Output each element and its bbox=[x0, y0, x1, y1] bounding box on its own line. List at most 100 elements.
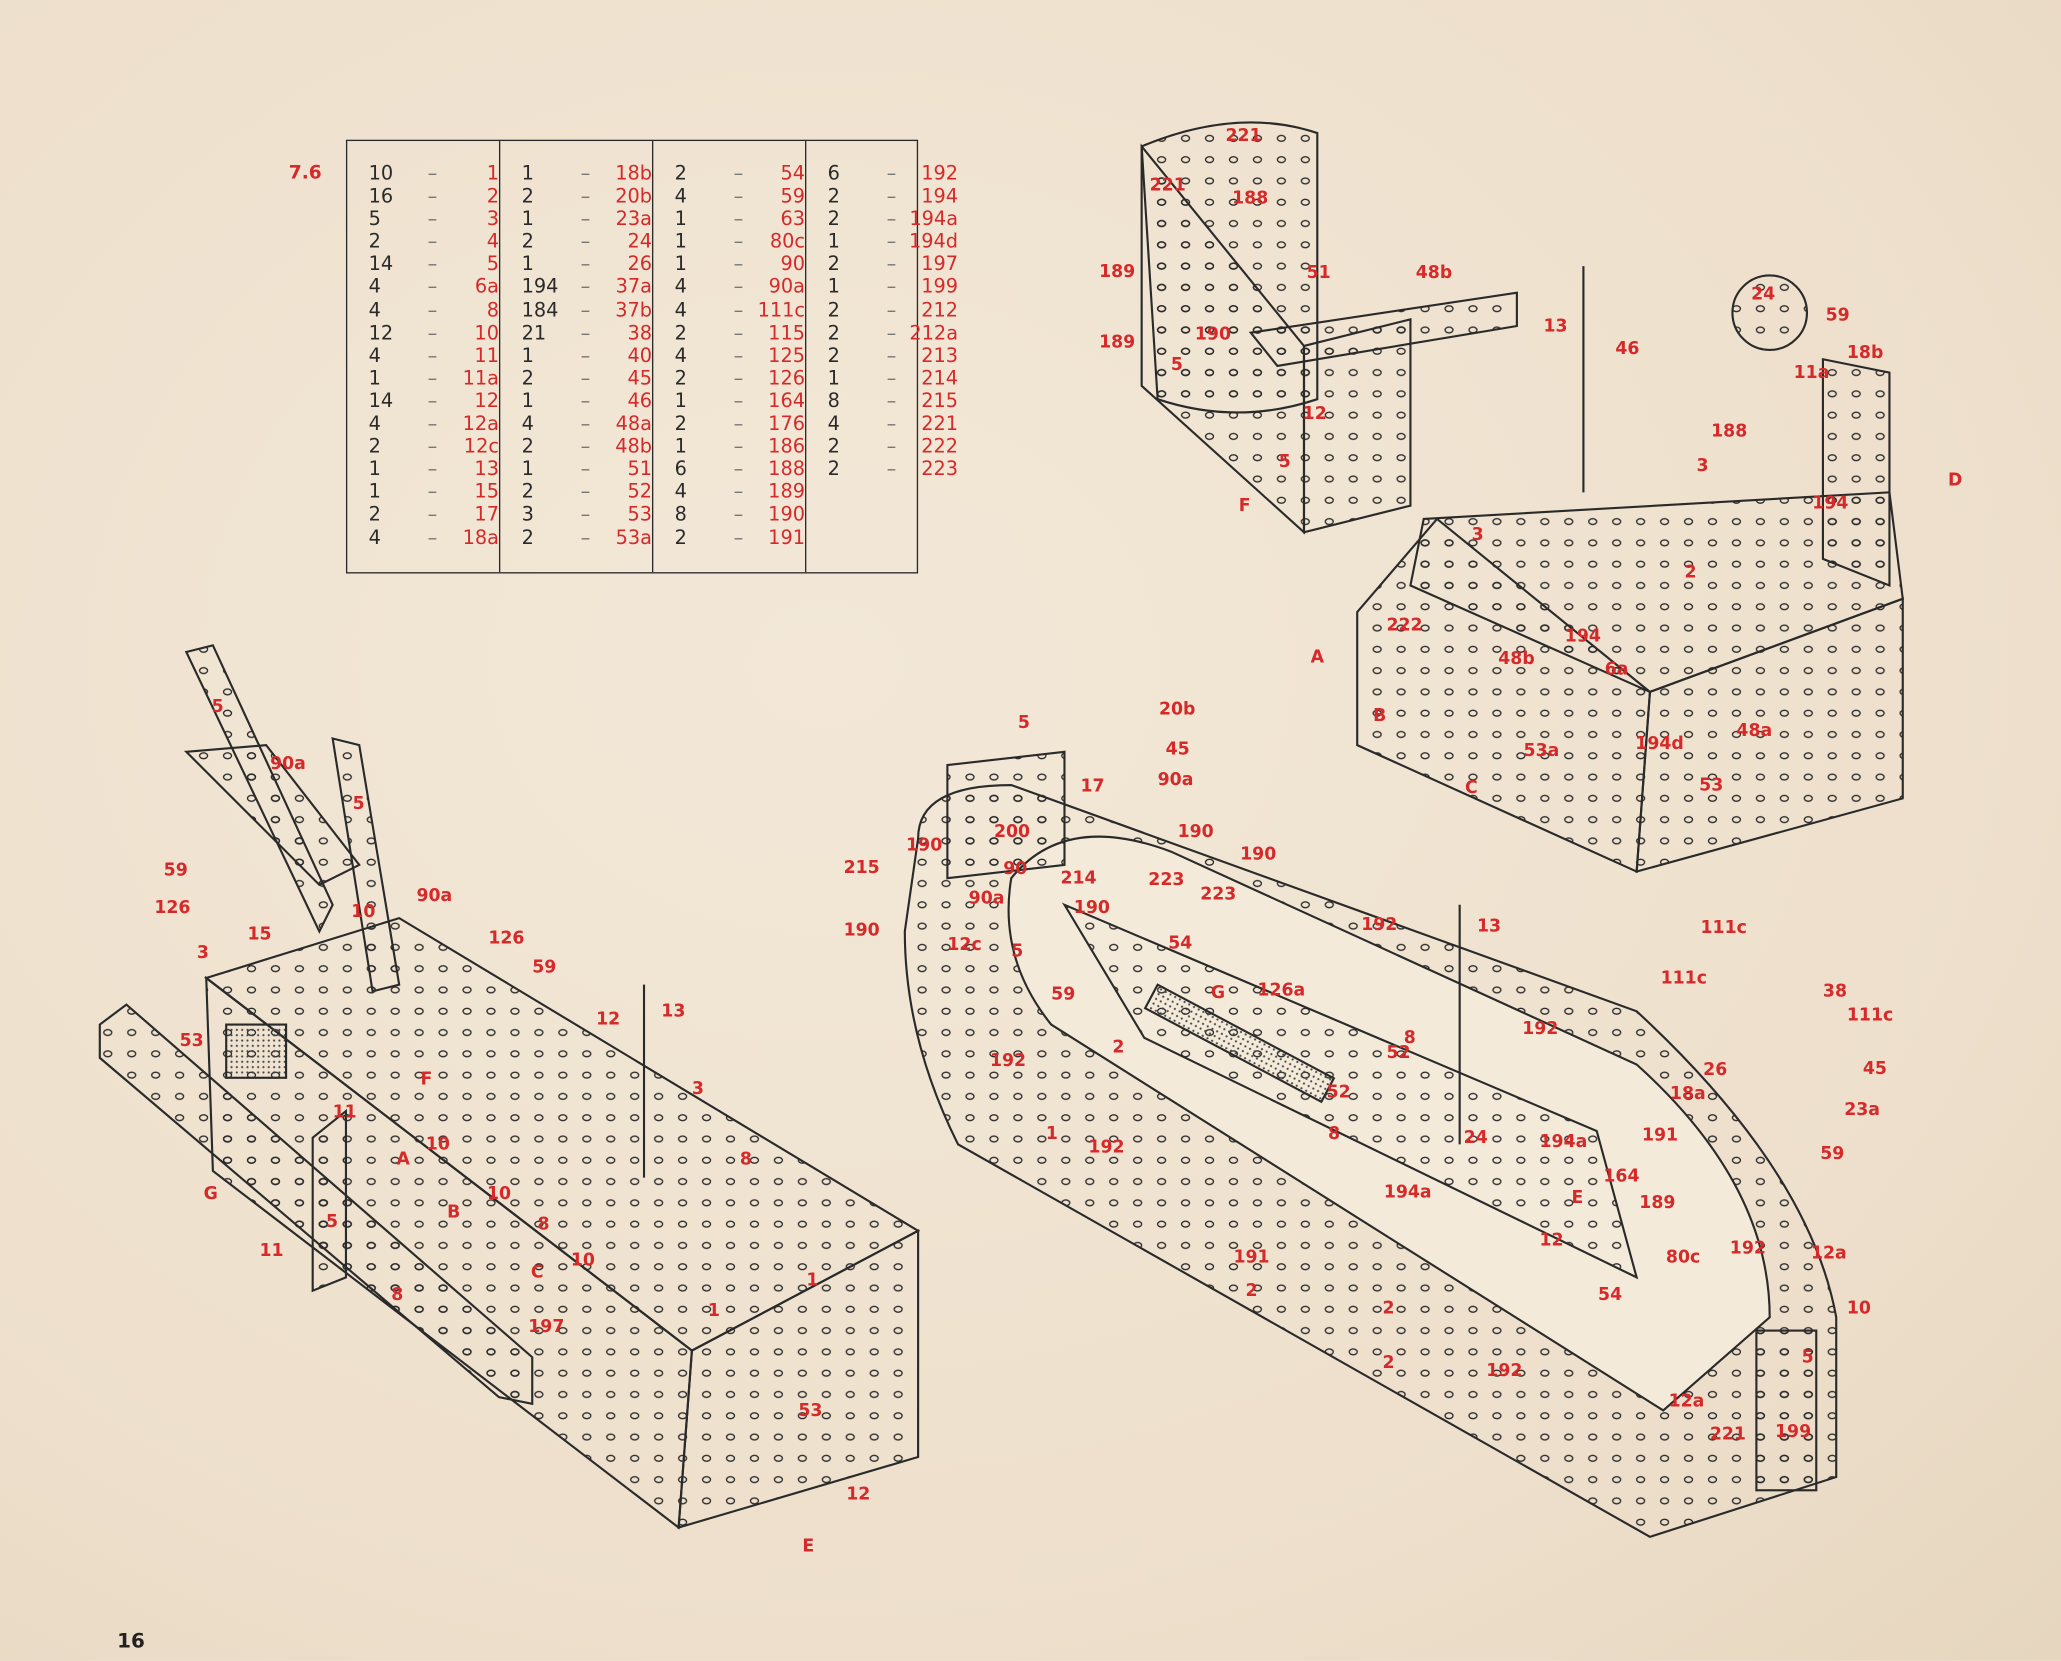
part-quantity: 2 bbox=[674, 322, 687, 345]
part-number: 38 bbox=[627, 322, 652, 345]
part-callout-deck-assembly: G bbox=[203, 1184, 218, 1205]
separator: – bbox=[733, 300, 744, 322]
parts-row: 1–199 bbox=[806, 277, 958, 300]
part-callout-deck-assembly: 5 bbox=[325, 1212, 339, 1233]
part-callout-deck-assembly: 126 bbox=[488, 928, 525, 949]
part-number: 63 bbox=[780, 209, 806, 231]
part-number: 37a bbox=[615, 277, 652, 299]
parts-row: 194–37a bbox=[500, 277, 652, 300]
part-quantity: 1 bbox=[674, 436, 687, 458]
separator: – bbox=[427, 254, 438, 276]
part-quantity: 1 bbox=[521, 209, 534, 231]
separator: – bbox=[427, 504, 438, 527]
part-callout-hull-assembly: 18a bbox=[1669, 1084, 1706, 1105]
part-callout-hull-assembly: 111c bbox=[1660, 968, 1707, 989]
parts-row: 1 – 46 bbox=[500, 391, 652, 414]
part-number: 215 bbox=[921, 391, 959, 413]
part-callout-top-assembly: 188 bbox=[1711, 421, 1748, 442]
part-quantity: 2 bbox=[827, 322, 840, 345]
parts-row: 1–15 bbox=[347, 482, 499, 505]
part-number: 46 bbox=[627, 391, 652, 413]
separator: – bbox=[886, 368, 897, 390]
parts-row: 2–194 bbox=[806, 186, 958, 209]
part-callout-deck-assembly: 90a bbox=[270, 754, 306, 775]
separator: – bbox=[886, 413, 897, 436]
part-number: 4 bbox=[486, 231, 499, 254]
parts-row: 2–45 bbox=[500, 368, 652, 391]
part-quantity: 8 bbox=[674, 504, 687, 527]
parts-row: 4–8 bbox=[347, 300, 499, 323]
separator: – bbox=[733, 209, 744, 231]
parts-row: 1–63 bbox=[653, 209, 805, 232]
part-number: 51 bbox=[627, 459, 652, 481]
part-number: 12 bbox=[474, 391, 499, 413]
part-quantity: 1 bbox=[827, 231, 840, 254]
separator: – bbox=[733, 345, 744, 367]
part-quantity: 2 bbox=[368, 436, 381, 458]
part-callout-hull-assembly: 20b bbox=[1158, 699, 1196, 720]
part-quantity: 4 bbox=[674, 277, 687, 299]
part-callout-deck-assembly: 10 bbox=[425, 1135, 450, 1155]
part-quantity: 4 bbox=[368, 277, 381, 299]
part-callout-deck-assembly: 59 bbox=[163, 860, 188, 881]
separator: – bbox=[733, 391, 744, 413]
parts-row: 2–222 bbox=[806, 437, 958, 460]
separator: – bbox=[886, 391, 897, 413]
part-number: 13 bbox=[474, 459, 499, 481]
separator: – bbox=[580, 391, 591, 413]
part-quantity: 1 bbox=[521, 391, 534, 413]
part-quantity: 1 bbox=[368, 368, 381, 390]
part-quantity: 6 bbox=[827, 163, 840, 185]
part-callout-hull-assembly: 192 bbox=[1486, 1361, 1523, 1382]
part-number: 53 bbox=[627, 504, 652, 527]
part-number: 26 bbox=[627, 254, 652, 276]
separator: – bbox=[886, 300, 897, 322]
part-callout-hull-assembly: 164 bbox=[1603, 1166, 1640, 1187]
part-number: 11 bbox=[474, 345, 499, 367]
part-quantity: 4 bbox=[674, 345, 687, 367]
part-callout-top-assembly: 11a bbox=[1793, 363, 1830, 384]
parts-row: 12–10 bbox=[347, 323, 499, 346]
parts-row: 2–194a bbox=[806, 209, 958, 232]
part-number: 192 bbox=[921, 163, 959, 185]
part-number: 189 bbox=[768, 482, 806, 504]
parts-row: 1–164 bbox=[653, 391, 805, 414]
parts-row: 14–12 bbox=[347, 391, 499, 414]
separator: – bbox=[886, 186, 897, 208]
part-number: 37b bbox=[615, 300, 652, 322]
part-number: 164 bbox=[768, 391, 806, 413]
parts-row: 1–194d bbox=[806, 232, 958, 255]
part-callout-deck-assembly: 11 bbox=[259, 1241, 284, 1262]
parts-row: 2–17 bbox=[347, 505, 499, 528]
part-callout-deck-assembly: 10 bbox=[486, 1184, 512, 1205]
part-quantity: 4 bbox=[521, 413, 534, 436]
deck-assembly-drawing bbox=[98, 644, 921, 1530]
separator: – bbox=[580, 231, 591, 254]
part-callout-top-assembly: 53 bbox=[1699, 775, 1724, 796]
parts-row: 2–52 bbox=[500, 482, 652, 505]
separator: – bbox=[580, 413, 591, 436]
part-quantity: 6 bbox=[674, 459, 687, 481]
part-callout-hull-assembly: 12a bbox=[1668, 1391, 1705, 1412]
parts-row: 2–20b bbox=[500, 186, 652, 209]
model-number: 7.6 bbox=[288, 162, 322, 184]
parts-row: 4–125 bbox=[653, 346, 805, 369]
part-number: 214 bbox=[921, 368, 959, 390]
part-number: 53a bbox=[615, 527, 652, 549]
separator: – bbox=[733, 368, 744, 390]
separator: – bbox=[427, 436, 438, 458]
part-callout-hull-assembly: 111c bbox=[1846, 1005, 1894, 1026]
part-callout-hull-assembly: 8 bbox=[1327, 1124, 1340, 1145]
parts-row: 4–111c bbox=[653, 300, 805, 323]
part-callout-deck-assembly: 126 bbox=[154, 898, 191, 919]
part-number: 222 bbox=[921, 436, 959, 458]
part-number: 3 bbox=[486, 209, 499, 231]
part-callout-top-assembly: 48b bbox=[1498, 649, 1535, 670]
part-quantity: 1 bbox=[368, 482, 381, 504]
part-callout-hull-assembly: 199 bbox=[1775, 1422, 1812, 1443]
part-callout-deck-assembly: 59 bbox=[532, 958, 557, 978]
part-quantity: 4 bbox=[674, 186, 687, 208]
separator: – bbox=[427, 163, 438, 185]
separator: – bbox=[427, 391, 438, 413]
part-callout-top-assembly: 194 bbox=[1564, 626, 1601, 647]
